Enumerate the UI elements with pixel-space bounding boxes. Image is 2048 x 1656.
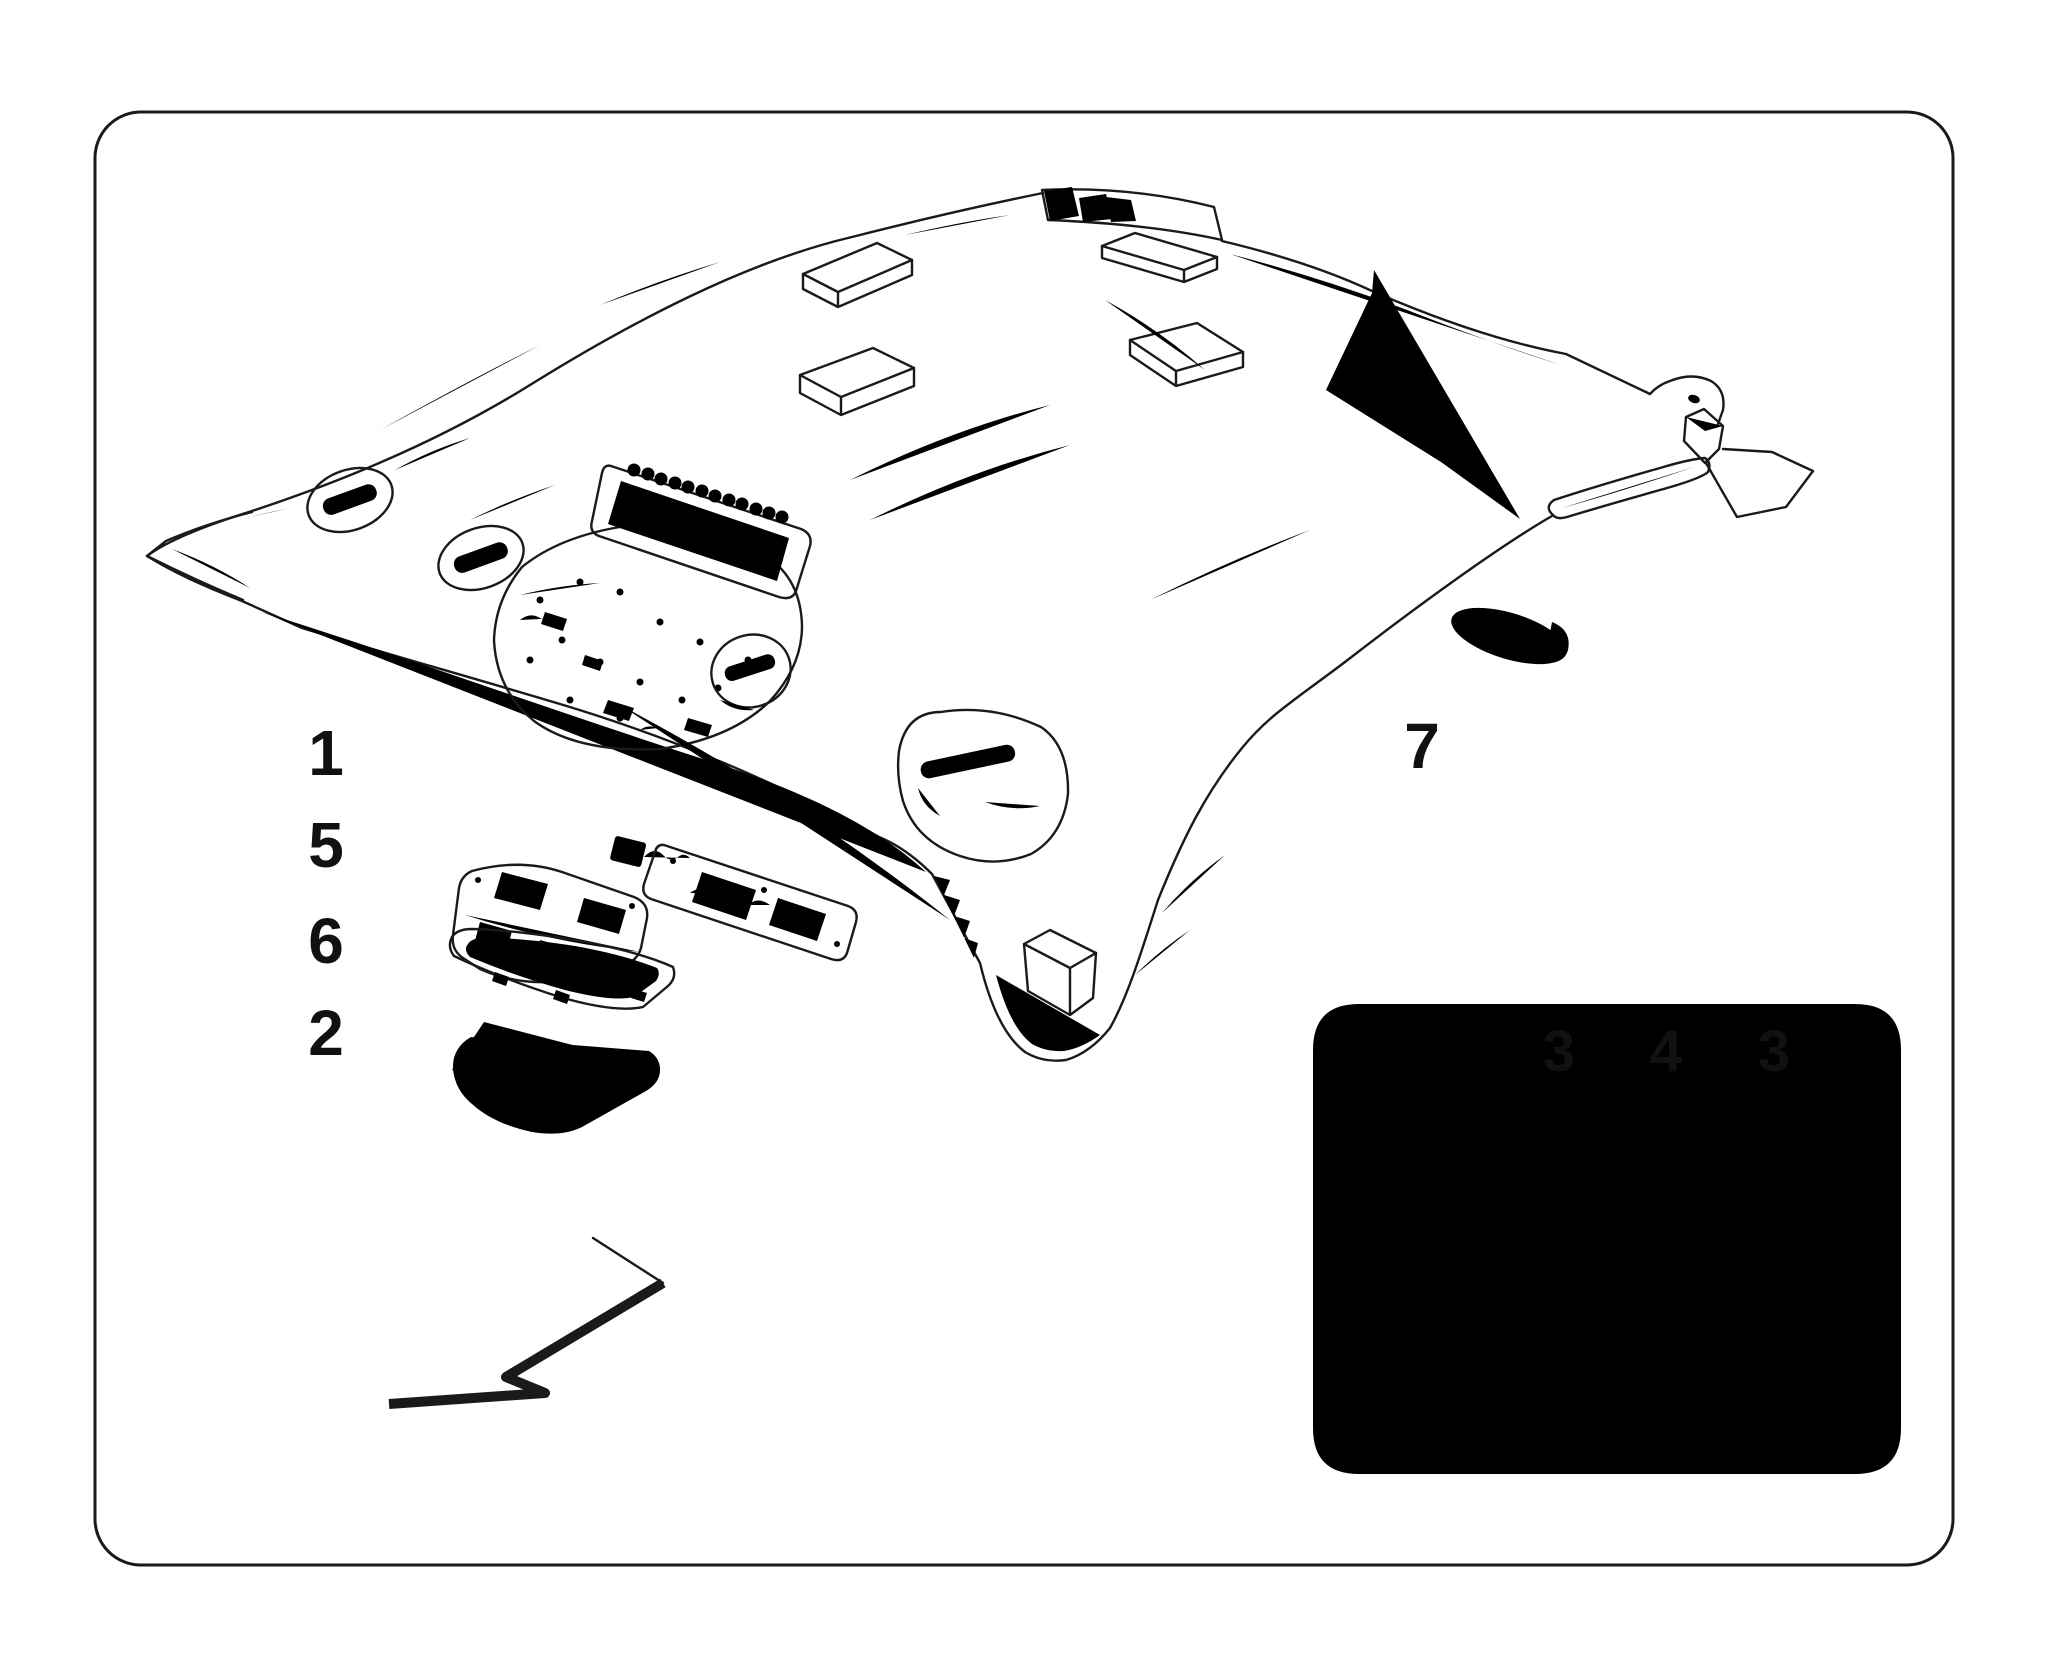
- handle-recess-3: [710, 633, 792, 711]
- leader-2: [353, 1038, 470, 1066]
- leader-7: [1447, 657, 1515, 712]
- courtesy-light-lens: [1451, 607, 1569, 665]
- console-window-outer: [590, 464, 812, 600]
- front-edge-inner-line: [262, 612, 926, 872]
- bulb-socket-seat-3: [1656, 1358, 1700, 1404]
- callout-3b: 3: [1758, 1019, 1790, 1084]
- leader-1: [353, 758, 605, 858]
- foam-pad-4: [1128, 321, 1245, 388]
- overhead-console: [492, 463, 812, 751]
- direction-arrow: [388, 1236, 666, 1409]
- diagram-frame: [93, 110, 1955, 1567]
- leader-5: [353, 851, 466, 882]
- foam-pad-2: [1100, 231, 1219, 284]
- headliner-drawing: [145, 187, 1815, 1062]
- roof-outline-right: [1220, 239, 1652, 396]
- foam-pad-5: [1022, 928, 1098, 1017]
- callout-5: 5: [308, 809, 344, 881]
- foam-pad-1: [801, 241, 914, 309]
- axis-line-to-arrow: [400, 950, 592, 1237]
- bulb-3-right: [1643, 1150, 1696, 1232]
- v-notch-inner-line: [996, 975, 1100, 1052]
- callout-2: 2: [308, 997, 344, 1069]
- callout-1: 1: [308, 717, 344, 789]
- contour-lines: [380, 215, 1410, 975]
- leader-lines: [353, 657, 1515, 1237]
- callout-3a: 3: [1543, 1019, 1575, 1084]
- callout-7: 7: [1404, 710, 1440, 782]
- bulb-4-middle: [1547, 1117, 1600, 1199]
- foam-pad-3: [798, 346, 916, 417]
- inset-content: [1316, 1268, 1856, 1471]
- bulb-socket-seat-2: [1548, 1314, 1592, 1360]
- leader-6: [353, 944, 452, 958]
- rear-dome-light-unit: [452, 1022, 661, 1141]
- bulb-socket-seat-1: [1459, 1268, 1503, 1314]
- handle-recess-2: [437, 524, 525, 592]
- roof-spoiler: [1040, 187, 1224, 242]
- inset-lamp-housing: [1316, 1292, 1856, 1471]
- front-light-unit-bracket: [610, 836, 858, 969]
- handle-recess-4: [896, 708, 1070, 863]
- console-pcb-clutter: [520, 578, 752, 737]
- edge-notches: [934, 876, 978, 958]
- callout-4: 4: [1650, 1019, 1682, 1084]
- roof-outline-bottom: [145, 514, 1554, 1062]
- console-scallop-clips: [627, 463, 789, 524]
- dome-light-lens-frame: [448, 927, 676, 1010]
- magnifier-lines: [673, 1102, 1313, 1289]
- handle-recess-1: [306, 466, 394, 534]
- right-bracket: [1547, 375, 1815, 520]
- console-window-inner: [608, 481, 789, 581]
- dashed-hole-outline: [1326, 270, 1520, 519]
- left-flap: [145, 510, 254, 602]
- bracket-hole: [1688, 394, 1700, 404]
- callout-6: 6: [308, 905, 344, 977]
- edge-inner-short-2: [250, 508, 290, 517]
- bulb-3-left: [1453, 1081, 1506, 1163]
